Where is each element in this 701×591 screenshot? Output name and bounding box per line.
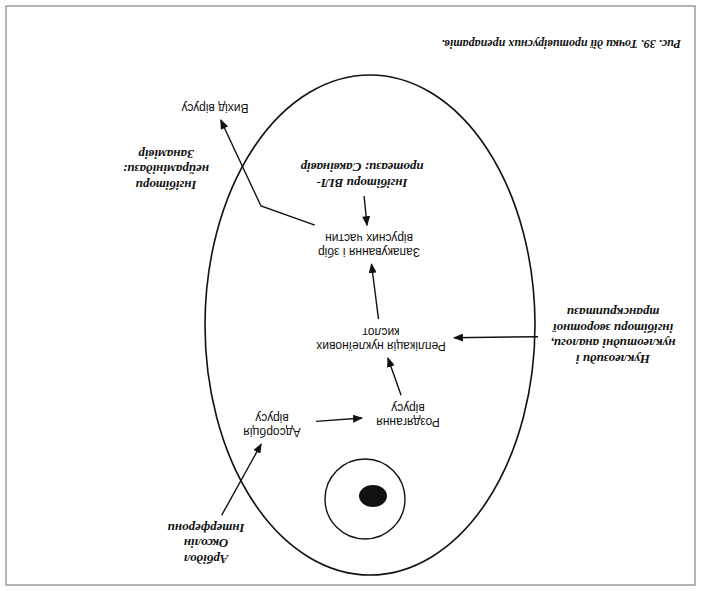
node-text: Адсорбція вірусу	[234, 410, 310, 439]
process-step: Роздягання вірусу	[365, 398, 451, 431]
nucleus-outline	[325, 459, 405, 539]
flow-arrow	[372, 264, 379, 319]
nucleolus	[359, 485, 387, 507]
node-text: Арбідол Оксолін Інтерферони	[162, 520, 250, 567]
node-text: Інгібітори ВІЛ-протеази: Саквінавір	[296, 160, 428, 191]
drug-label: Арбідол Оксолін Інтерферони	[159, 518, 253, 569]
node-text: Реплікація нуклеїнових кислот	[314, 324, 448, 353]
frame	[6, 6, 695, 585]
figure-caption: Рис. 39. Точки дії противірусних препара…	[241, 36, 681, 51]
flow-arrow	[454, 337, 538, 338]
drug-label: Інгібітори нейрамінідази: Занамівір	[109, 144, 223, 195]
process-step: Реплікація нуклеїнових кислот	[311, 322, 451, 355]
flow-arrow	[388, 358, 401, 395]
cell-outline	[205, 75, 535, 575]
node-text: Роздягання вірусу	[368, 400, 448, 429]
node-text: Інгібітори нейрамінідази: Занамівір	[112, 146, 220, 193]
process-step: Вихід вірусу	[169, 99, 261, 117]
drug-label: Інгібітори ВІЛ-протеази: Саквінавір	[293, 158, 431, 193]
process-step: Адсорбція вірусу	[231, 408, 313, 441]
process-step: Запакування і збір вірусних частин	[299, 228, 439, 261]
flow-arrow	[364, 196, 367, 225]
flow-arrow	[222, 444, 262, 515]
node-text: Нуклеозиди і нуклеотидні аналоги, інгібі…	[544, 305, 682, 367]
node-text: Вихід вірусу	[172, 101, 258, 115]
node-text: Запакування і збір вірусних частин	[302, 230, 436, 259]
flow-arrow	[316, 418, 362, 421]
drug-label: Нуклеозиди і нуклеотидні аналоги, інгібі…	[541, 303, 685, 369]
